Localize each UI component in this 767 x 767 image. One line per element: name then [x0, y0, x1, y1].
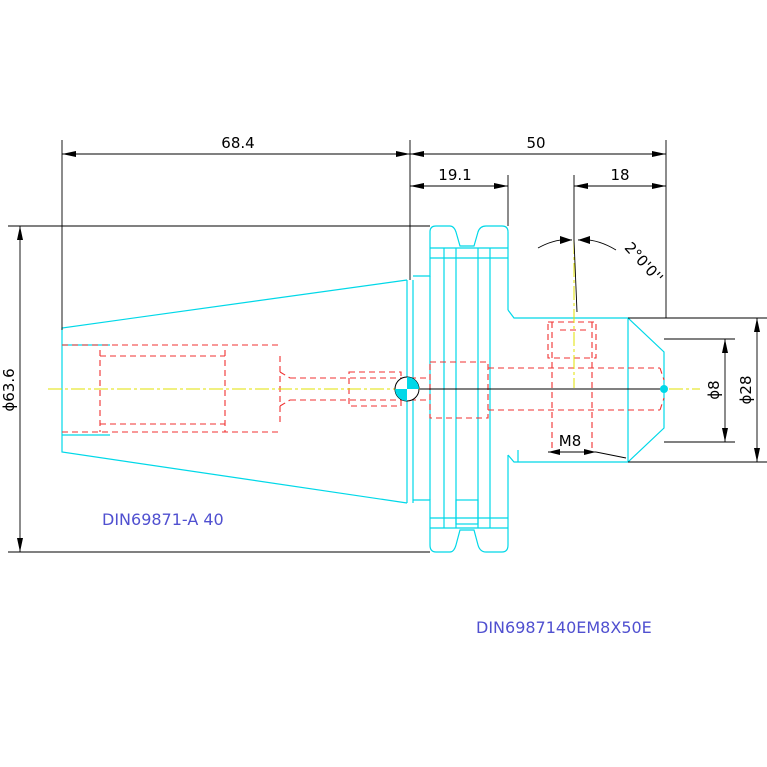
dim-flange-width: 19.1	[438, 166, 471, 184]
dim-bore-diameter: ϕ8	[705, 380, 723, 399]
part-code-label: DIN6987140EM8X50E	[476, 618, 652, 637]
shank-standard-label: DIN69871-A 40	[102, 510, 224, 529]
dim-taper-length: 68.4	[221, 134, 254, 152]
dimensions	[8, 140, 767, 553]
dim-thread: M8	[559, 432, 582, 450]
taper-shank-outline	[61, 279, 408, 504]
dim-nose-diameter: ϕ28	[737, 376, 755, 405]
center-marker-main	[394, 376, 420, 402]
dim-taper-diameter: ϕ63.6	[0, 368, 18, 411]
centerline	[48, 240, 700, 390]
dim-taper-angle: 2°0'0''	[621, 239, 667, 287]
dim-total-length: 50	[526, 134, 545, 152]
flange-outline	[413, 225, 509, 310]
dim-nose-length: 18	[610, 166, 629, 184]
internal-bore-hidden-lines	[62, 321, 665, 450]
center-marker-nose	[660, 385, 668, 393]
nose-outline	[507, 309, 665, 463]
